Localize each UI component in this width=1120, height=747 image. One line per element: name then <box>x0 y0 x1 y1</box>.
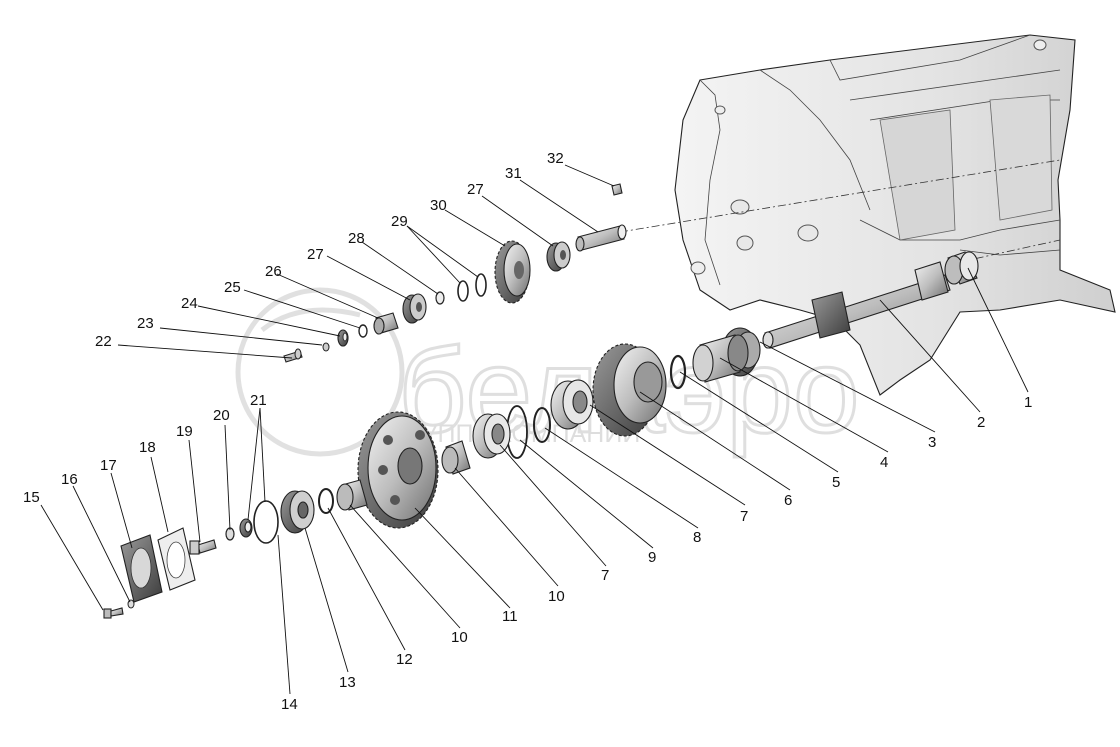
label-19: 19 <box>176 423 193 440</box>
part-24-nut <box>337 329 349 347</box>
label-1: 1 <box>1024 394 1032 411</box>
part-11-gear <box>357 411 439 529</box>
part-6-gear <box>592 343 667 437</box>
label-11: 11 <box>502 608 518 625</box>
label-15: 15 <box>23 489 40 506</box>
label-3: 3 <box>928 434 936 451</box>
part-27-bearing-2 <box>546 241 571 272</box>
part-23-washer <box>322 342 330 352</box>
part-14-snap-ring <box>253 500 279 544</box>
label-32: 32 <box>547 150 564 167</box>
label-24: 24 <box>181 295 198 312</box>
label-27b: 27 <box>467 181 484 198</box>
part-25-ring <box>358 324 368 338</box>
label-28: 28 <box>348 230 365 247</box>
label-26: 26 <box>265 263 282 280</box>
part-27-bearing <box>402 293 427 324</box>
label-21: 21 <box>250 392 267 409</box>
label-9: 9 <box>648 549 656 566</box>
part-2-shaft <box>762 261 951 349</box>
part-7-bearing-2 <box>472 413 511 459</box>
part-21-nut <box>239 518 253 538</box>
label-31: 31 <box>505 165 522 182</box>
part-10-needle-bearing <box>441 440 471 475</box>
part-17-cover <box>120 534 163 603</box>
label-17: 17 <box>100 457 117 474</box>
label-4: 4 <box>880 454 888 471</box>
label-10a: 10 <box>548 588 565 605</box>
label-6: 6 <box>784 492 792 509</box>
label-23: 23 <box>137 315 154 332</box>
label-13: 13 <box>339 674 356 691</box>
label-5: 5 <box>832 474 840 491</box>
label-7a: 7 <box>740 508 748 525</box>
label-14: 14 <box>281 696 298 713</box>
part-22-pin <box>283 348 303 363</box>
part-13-bearing <box>280 490 315 534</box>
label-22: 22 <box>95 333 112 350</box>
leader-lines <box>40 164 1029 695</box>
part-7-bearing <box>550 379 594 430</box>
part-28-spacer <box>435 291 445 305</box>
label-18: 18 <box>139 439 156 456</box>
label-29: 29 <box>391 213 408 230</box>
part-19-bolt <box>189 539 217 555</box>
part-29-snap-ring-b <box>475 273 487 297</box>
label-2: 2 <box>977 414 985 431</box>
part-1-bearing <box>944 251 979 285</box>
part-32-plug <box>611 183 623 196</box>
part-8-snap-ring <box>533 407 551 443</box>
label-27a: 27 <box>307 246 324 263</box>
label-20: 20 <box>213 407 230 424</box>
part-12-snap-ring <box>318 488 334 514</box>
part-30-gear <box>494 240 531 304</box>
part-26-sleeve <box>373 312 399 335</box>
gearbox-housing <box>674 34 1116 396</box>
label-30: 30 <box>430 197 447 214</box>
part-16-washer <box>127 599 135 609</box>
part-5-snap-ring <box>669 354 687 390</box>
label-16: 16 <box>61 471 78 488</box>
part-31-axle <box>575 224 627 252</box>
part-15-bolt <box>103 607 124 619</box>
label-10b: 10 <box>451 629 468 646</box>
part-29-snap-ring-a <box>457 280 469 302</box>
part-10-needle-bearing-2 <box>336 479 368 511</box>
parts <box>103 183 979 619</box>
callout-labels: 1 2 3 4 5 6 7 8 9 7 10 11 10 12 13 14 15… <box>23 150 1032 713</box>
watermark-logo-icon <box>235 287 405 457</box>
label-25: 25 <box>224 279 241 296</box>
label-7b: 7 <box>601 567 609 584</box>
label-8: 8 <box>693 529 701 546</box>
label-12: 12 <box>396 651 413 668</box>
